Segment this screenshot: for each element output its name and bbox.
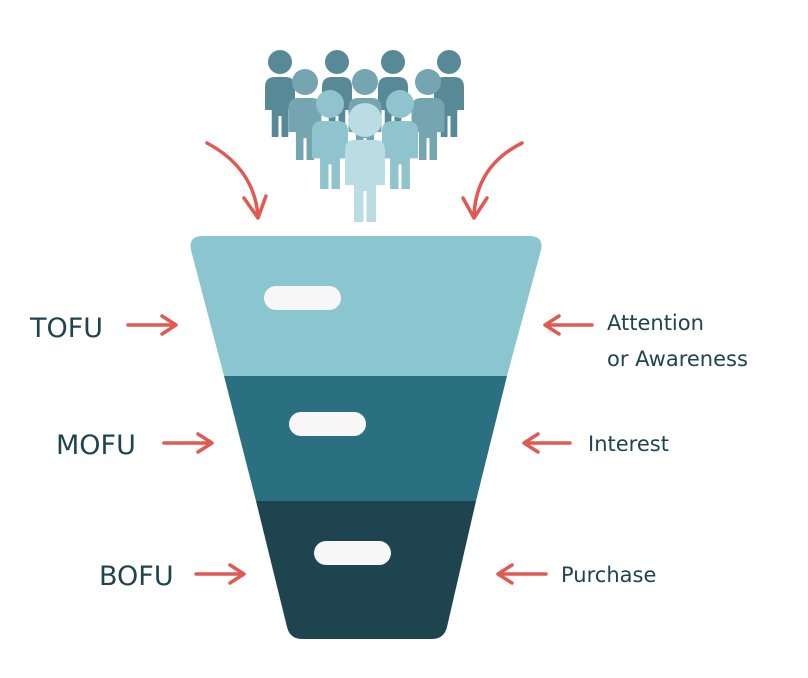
arrow-right-icon xyxy=(162,432,214,454)
stage-description-bofu: Purchase xyxy=(561,563,656,587)
people-crowd-icon xyxy=(265,50,464,222)
funnel-stage-bofu xyxy=(256,501,476,639)
funnel-stage-tofu xyxy=(190,236,542,376)
person-icon xyxy=(265,50,295,137)
arrow-right-icon xyxy=(194,563,246,585)
arrow-right-icon xyxy=(126,314,178,336)
stage-label-tofu: TOFU xyxy=(29,313,103,344)
person-icon xyxy=(382,90,418,189)
stage-description-tofu-line2: or Awareness xyxy=(607,347,748,371)
stage-label-mofu: MOFU xyxy=(56,430,136,461)
stage-description-tofu-line1: Attention xyxy=(607,311,704,335)
person-icon xyxy=(411,69,445,160)
person-icon xyxy=(345,103,385,222)
stage-label-bofu: BOFU xyxy=(99,561,174,592)
arrow-left-icon xyxy=(496,563,548,585)
arrow-left-icon xyxy=(543,314,594,336)
arrow-left-icon xyxy=(522,432,572,454)
mofu-placeholder-pill xyxy=(289,412,366,436)
tofu-placeholder-pill xyxy=(264,286,341,310)
bofu-placeholder-pill xyxy=(314,541,391,565)
stage-description-mofu: Interest xyxy=(588,432,669,456)
curved-arrow-right-icon xyxy=(461,141,524,220)
curved-arrow-left-icon xyxy=(205,141,268,220)
funnel-stage-mofu xyxy=(224,376,507,501)
person-icon xyxy=(312,90,348,189)
